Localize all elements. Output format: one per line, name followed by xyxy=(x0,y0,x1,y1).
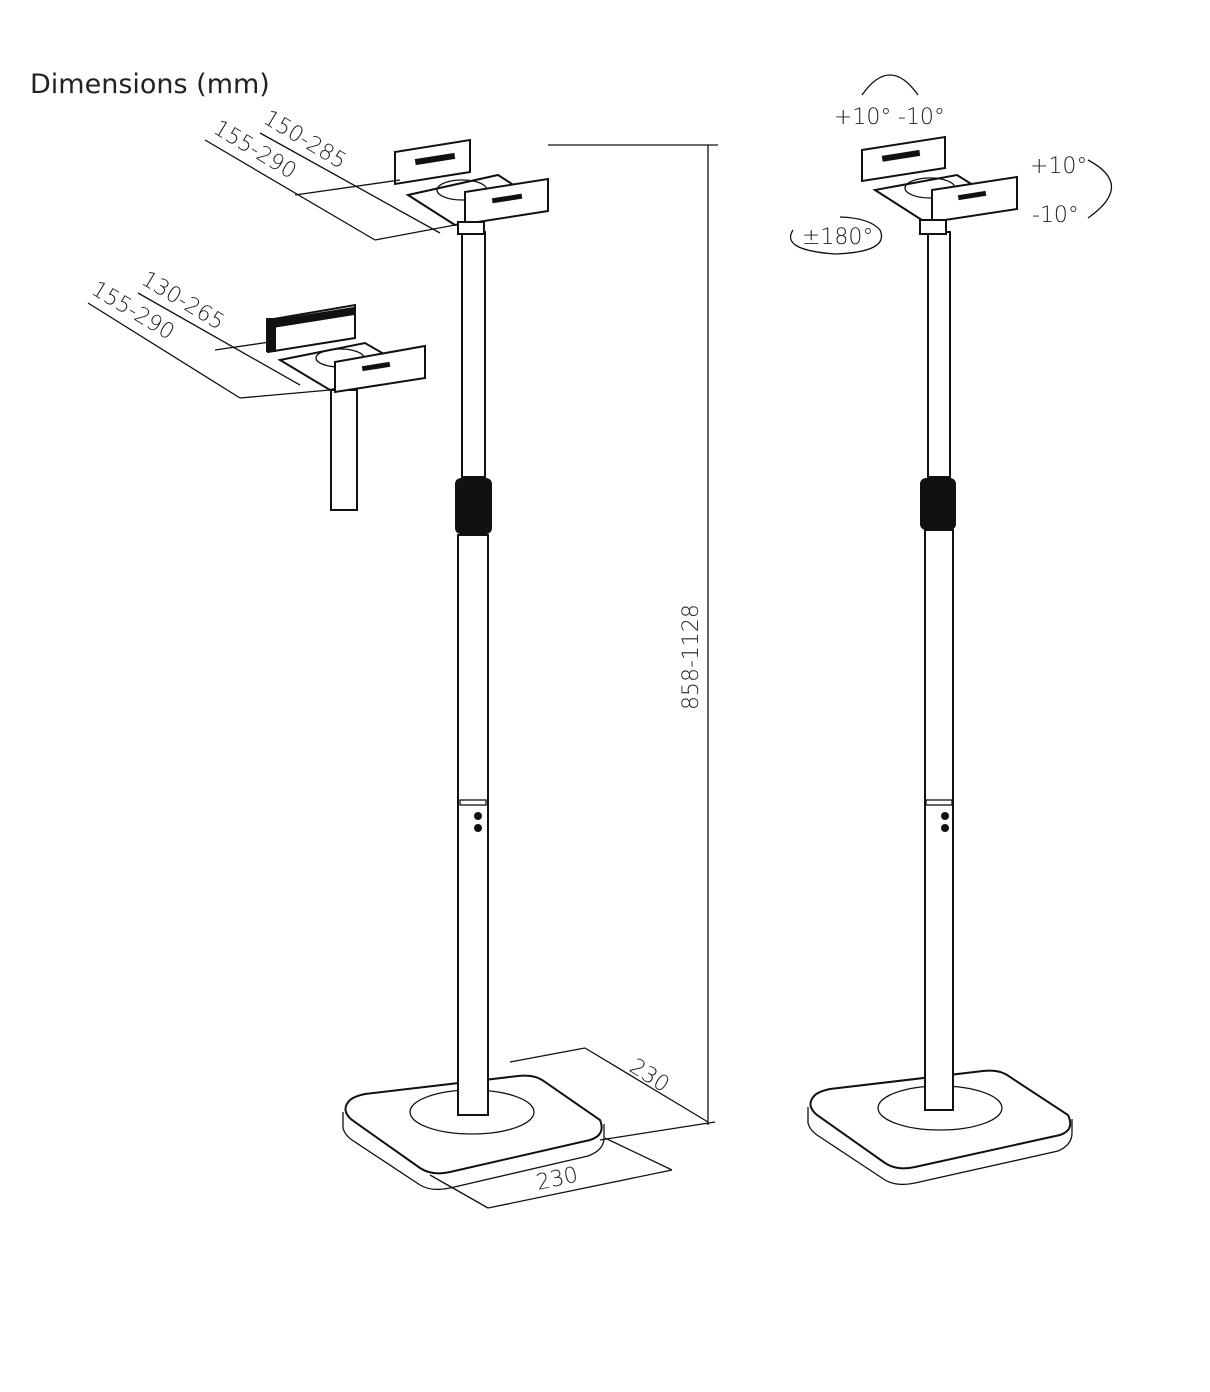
base-depth-label: 230 xyxy=(625,1054,674,1098)
left-tray-large xyxy=(394,138,549,235)
swivel-label: ±180° xyxy=(802,225,873,250)
tilt-plus-side-label: +10° xyxy=(1030,154,1087,179)
tilt-plus-top-label: +10° xyxy=(834,105,891,130)
tilt-arrow-side-icon xyxy=(1087,159,1113,219)
left-clamp xyxy=(459,799,487,806)
left-lower-pole xyxy=(457,534,489,1116)
right-height-collar xyxy=(920,478,956,530)
tilt-minus-top-label: -10° xyxy=(898,105,945,130)
small-tray-detail: 130-265 155-290 xyxy=(87,267,426,511)
left-upper-pole xyxy=(461,231,486,478)
tilt-minus-side-label: -10° xyxy=(1032,203,1079,228)
height-dimension: 858-1128 xyxy=(548,144,718,1141)
right-stand: +10° -10° +10° -10° ±180° xyxy=(789,74,1113,1186)
swivel-arrow-icon xyxy=(789,216,883,255)
tilt-arrow-top-icon xyxy=(861,74,919,96)
left-height-collar xyxy=(455,478,492,534)
height-label: 858-1128 xyxy=(679,604,704,710)
left-stand: 150-285 155-290 xyxy=(204,106,605,1191)
diagram-title: Dimensions (mm) xyxy=(30,69,270,100)
